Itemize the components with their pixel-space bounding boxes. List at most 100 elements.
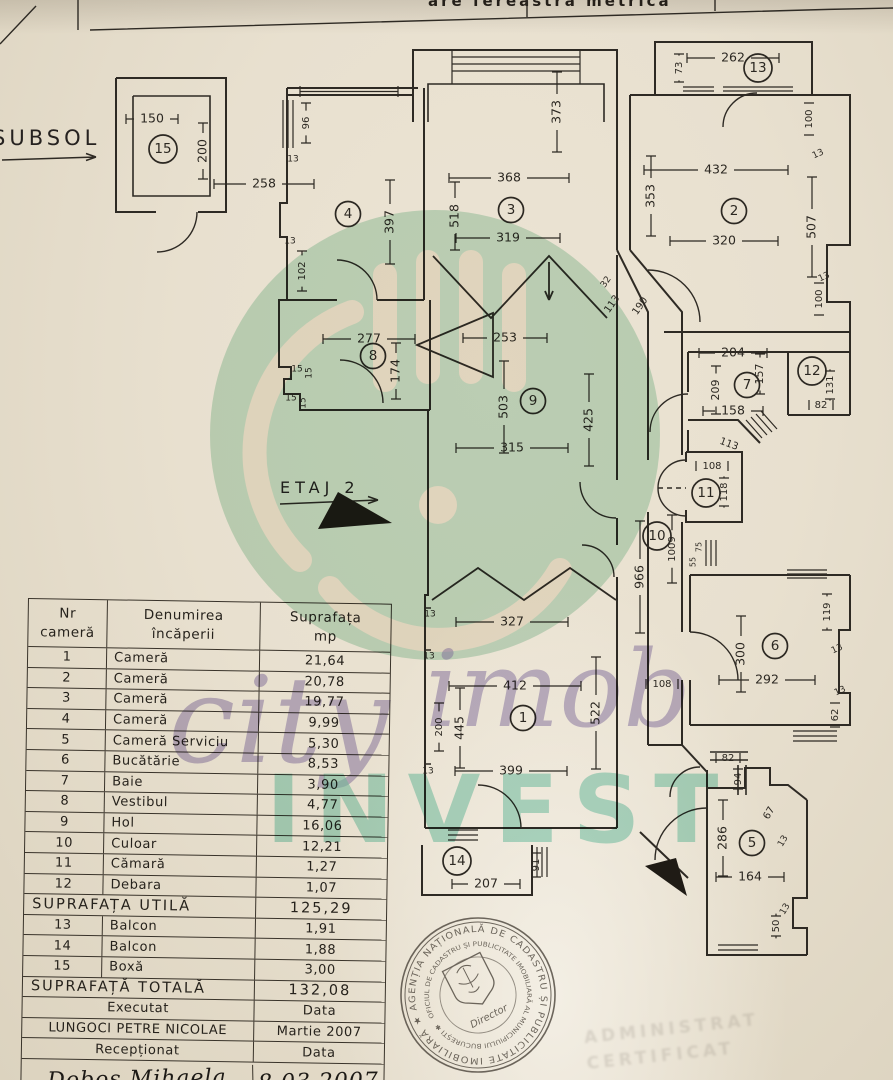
room-number-circle [738,829,766,857]
dim-label: 262 [686,50,780,65]
door-arc [156,211,198,253]
dim-text: 164 [738,869,762,884]
dim-label: 13 [833,685,848,699]
dim-label: 73 [674,53,685,83]
room-number-text: 6 [771,638,780,654]
header-name-b: încăperii [151,625,216,643]
room-number-circle [797,356,827,386]
dim-label: 50 [771,913,782,939]
dim-text: 445 [452,716,467,740]
dim-text: 150 [140,111,164,126]
dim-label: 118 [719,476,730,508]
dim-label: 315 [455,440,569,455]
dim-label: 15 [299,397,309,408]
basement-boxa-outline [115,77,227,253]
stamp-group: ★ AGENȚIA NAȚIONALĂ DE CADASTRU ȘI PUBLI… [382,901,572,1080]
room-number-text: 13 [749,60,766,76]
dim-label: 82 [808,400,834,411]
cell-nr: 9 [59,814,70,830]
stamp-center-text: Director [469,1002,511,1031]
room-number: 1 [509,704,537,732]
cell-nr: 14 [53,938,72,954]
dim-label: 32 [599,275,614,290]
dim-text: 15 [299,397,309,408]
cell-mp: 12,21 [255,835,388,858]
dim-text: 204 [721,345,745,360]
dim-text: 253 [493,330,517,345]
room-number: 15 [148,134,178,164]
wall-balcony14 [421,845,533,896]
dim-label: 1009 [667,514,678,584]
dim-label: 131 [825,369,836,401]
dim-label: 204 [698,345,768,360]
dim-label: 966 [632,520,647,634]
dim-label: 158 [702,403,764,418]
dim-label: 13 [284,237,295,247]
dim-label: 62 [830,702,841,728]
room-number-circle [743,53,773,83]
room-number: 13 [743,53,773,83]
dim-label: 157 [753,353,766,395]
dim-label: 75 [695,542,704,552]
dim-label: 174 [388,342,403,400]
dim-text: 158 [721,403,745,418]
floor-label: ETAJ 2 [280,478,360,497]
dim-text: 62 [830,709,841,722]
cell-mp: 4,77 [256,794,388,817]
room-number-text: 15 [154,141,171,157]
dim-label: 67 [761,805,777,822]
room-number: 2 [720,197,748,225]
room-number-text: 4 [344,206,353,222]
dim-text: 262 [721,50,745,65]
dim-label: 102 [297,250,308,292]
dim-label: 13 [423,652,434,662]
etaj-arrow [279,495,379,505]
dim-text: 200 [195,139,210,163]
door-arcs [336,92,758,861]
dim-label: 327 [455,614,569,629]
dim-label: 164 [715,869,785,884]
window-hatches [282,50,837,956]
room-number: 14 [442,846,472,876]
dim-label: 13 [830,643,845,657]
dim-text: 258 [252,176,276,191]
cell-name: Cameră [105,668,259,691]
cell-mp: 20,78 [258,671,390,693]
cell-merged-label: Recepționat [95,1041,180,1059]
cell-nr: 15 [53,958,72,974]
dim-label: 13 [776,834,790,849]
dim-text: 100 [814,289,825,308]
dim-label: 518 [447,181,462,251]
room-number: 9 [519,387,547,415]
dim-label: 445 [452,687,467,769]
dim-text: 113 [718,436,740,453]
dim-text: 13 [817,271,832,285]
dim-text: 286 [715,826,730,850]
room-number-text: 5 [748,835,757,851]
dim-label: 108 [645,679,679,690]
wall-rooms7-12 [687,332,851,452]
cell-nr: 4 [61,711,71,727]
cell-nr: 6 [60,752,71,768]
label-arrows [1,152,379,505]
cell-name: Vestibul [103,792,257,815]
wall-room4-top [287,87,418,96]
dim-label: 13 [811,148,826,162]
dim-label: 200 [195,122,210,180]
dim-label: 94 [733,766,744,792]
cell-nr: 5 [61,732,71,748]
dim-label: 522 [588,656,603,770]
dim-label: 150 [125,111,179,126]
cell-nr: 2 [62,670,72,686]
dim-text: 13 [778,902,792,917]
dim-text: 108 [702,461,721,472]
basement-label: SUBSOL [0,126,101,150]
dim-text: 13 [811,148,826,162]
wall-bay-inner [427,83,605,122]
cell-name: Boxă [101,957,255,980]
dim-text: 507 [804,215,819,239]
dim-text: 399 [499,763,523,778]
